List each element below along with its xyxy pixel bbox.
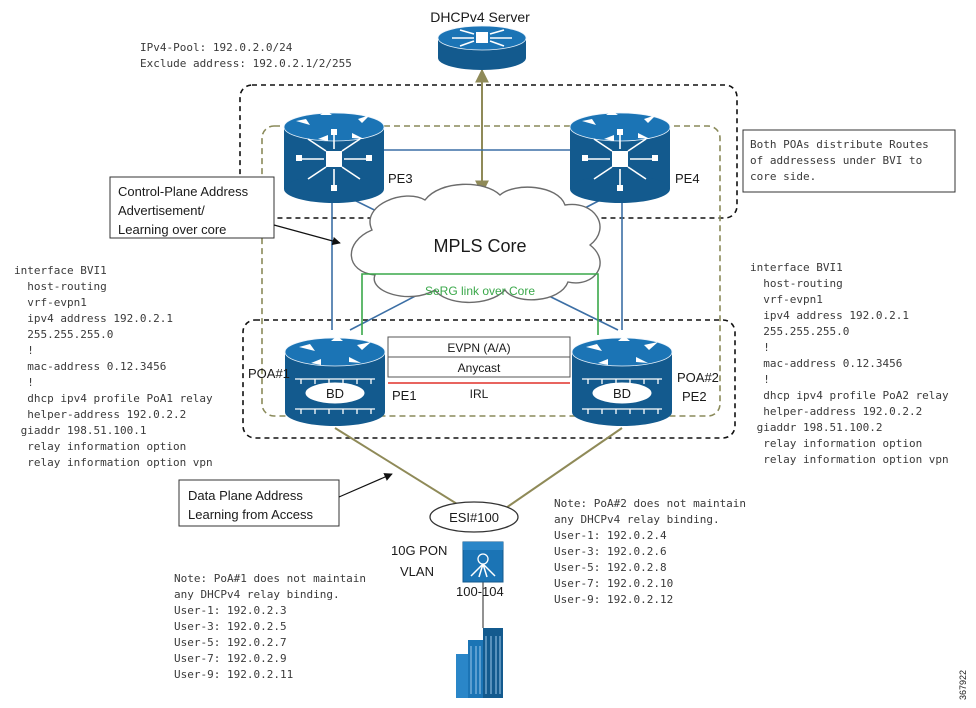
config-poa2-line: host-routing	[750, 277, 843, 290]
note-poa2-line: any DHCPv4 relay binding.	[554, 513, 720, 526]
data-plane-callout	[178, 479, 340, 527]
figure-id: 367922	[958, 670, 968, 700]
note-poa1-line: any DHCPv4 relay binding.	[174, 588, 340, 601]
config-poa2-line: !	[750, 341, 770, 354]
serg-link-label: SeRG link over Core	[425, 284, 535, 298]
poa1-label: POA#1	[248, 366, 290, 381]
config-poa1-line: vrf-evpn1	[14, 296, 87, 309]
data-plane-line-2: Learning from Access	[188, 507, 314, 522]
pe1-router-icon	[284, 336, 386, 426]
olt-switch-icon	[462, 541, 504, 583]
config-poa1-line: !	[14, 344, 34, 357]
dhcp-server-icon	[437, 25, 527, 70]
config-poa2-line: vrf-evpn1	[750, 293, 823, 306]
config-poa2-line: ipv4 address 192.0.2.1	[750, 309, 909, 322]
data-plane-line-1: Data Plane Address	[188, 488, 303, 503]
evpn-link-label: EVPN (A/A)	[447, 341, 510, 355]
pe3-label: PE3	[388, 171, 413, 186]
config-poa2-line: relay information option	[750, 437, 922, 450]
note-poa1-line: User-9: 192.0.2.11	[174, 668, 293, 681]
config-poa1-line: mac-address 0.12.3456	[14, 360, 166, 373]
config-poa2-line: dhcp ipv4 profile PoA2 relay	[750, 389, 949, 402]
pe4-label: PE4	[675, 171, 700, 186]
note-poa1-line: User-5: 192.0.2.7	[174, 636, 287, 649]
note-poa1-line: User-7: 192.0.2.9	[174, 652, 287, 665]
pe2-router-icon	[571, 336, 673, 426]
config-poa1-line: 255.255.255.0	[14, 328, 113, 341]
note-poa1-line: Note: PoA#1 does not maintain	[174, 572, 366, 585]
routes-note-line-3: core side.	[750, 170, 816, 183]
note-poa2-line: User-7: 192.0.2.10	[554, 577, 673, 590]
control-plane-line-3: Learning over core	[118, 222, 226, 237]
config-poa1-line: host-routing	[14, 280, 107, 293]
config-poa1-line: giaddr 198.51.100.1	[14, 424, 146, 437]
config-poa2-line: !	[750, 373, 770, 386]
control-plane-callout	[109, 176, 275, 239]
control-plane-arrow	[273, 224, 341, 246]
pe1-bd-label: BD	[326, 386, 344, 401]
control-plane-line-1: Control-Plane Address	[118, 184, 249, 199]
vlan-range-label: 100-104	[456, 584, 504, 599]
pe1-label: PE1	[392, 388, 417, 403]
config-poa2-line: giaddr 198.51.100.2	[750, 421, 882, 434]
config-poa2: interface BVI1 host-routing vrf-evpn1 ip…	[750, 261, 949, 466]
config-poa1-line: relay information option vpn	[14, 456, 213, 469]
olive-dashed-boundary	[261, 125, 721, 417]
irl-link-label: IRL	[470, 387, 489, 401]
pe2-bd-label: BD	[613, 386, 631, 401]
config-poa2-line: helper-address 192.0.2.2	[750, 405, 922, 418]
building-icon	[456, 628, 503, 698]
mpls-core-cloud	[350, 183, 601, 304]
pool-line-2: Exclude address: 192.0.2.1/2/255	[140, 57, 352, 70]
pool-line-1: IPv4-Pool: 192.0.2.0/24	[140, 41, 293, 54]
note-poa1-line: User-1: 192.0.2.3	[174, 604, 287, 617]
pon-label: 10G PON	[391, 543, 447, 558]
config-poa1-line: relay information option	[14, 440, 186, 453]
poa-dashed-box	[242, 319, 736, 439]
poa2-access-link	[499, 427, 623, 513]
config-poa1-line: dhcp ipv4 profile PoA1 relay	[14, 392, 213, 405]
routes-note-line-1: Both POAs distribute Routes	[750, 138, 929, 151]
note-poa2-line: User-3: 192.0.2.6	[554, 545, 667, 558]
config-poa2-line: relay information option vpn	[750, 453, 949, 466]
note-poa2-line: Note: PoA#2 does not maintain	[554, 497, 746, 510]
control-plane-line-2: Advertisement/	[118, 203, 205, 218]
mpls-core-label: MPLS Core	[433, 236, 526, 256]
poa1-access-link	[334, 427, 471, 513]
config-poa2-line: mac-address 0.12.3456	[750, 357, 902, 370]
note-poa2: Note: PoA#2 does not maintain any DHCPv4…	[554, 497, 746, 606]
pool-note: IPv4-Pool: 192.0.2.0/24 Exclude address:…	[140, 41, 352, 70]
routes-note-box	[742, 129, 956, 193]
data-plane-arrow	[338, 473, 393, 498]
esi-ellipse	[429, 501, 519, 533]
poa2-label: POA#2	[677, 370, 719, 385]
pe3-router-icon	[283, 111, 385, 203]
dhcp-server-label: DHCPv4 Server	[430, 9, 530, 25]
esi-label: ESI#100	[449, 510, 499, 525]
config-poa1-line: interface BVI1	[14, 264, 107, 277]
routes-note-line-2: of addressess under BVI to	[750, 154, 922, 167]
vlan-label: VLAN	[400, 564, 434, 579]
config-poa1: interface BVI1 host-routing vrf-evpn1 ip…	[14, 264, 213, 469]
pe2-label: PE2	[682, 389, 707, 404]
config-poa2-line: interface BVI1	[750, 261, 843, 274]
config-poa1-line: !	[14, 376, 34, 389]
poa-interconnect: EVPN (A/A) Anycast IRL	[387, 336, 571, 401]
pe4-router-icon	[569, 111, 671, 203]
note-poa1-line: User-3: 192.0.2.5	[174, 620, 287, 633]
note-poa1: Note: PoA#1 does not maintain any DHCPv4…	[174, 572, 366, 681]
config-poa1-line: ipv4 address 192.0.2.1	[14, 312, 173, 325]
serg-link	[361, 273, 599, 335]
note-poa2-line: User-1: 192.0.2.4	[554, 529, 667, 542]
anycast-link-box	[387, 356, 571, 378]
config-poa2-line: 255.255.255.0	[750, 325, 849, 338]
note-poa2-line: User-9: 192.0.2.12	[554, 593, 673, 606]
anycast-link-label: Anycast	[458, 361, 501, 375]
note-poa2-line: User-5: 192.0.2.8	[554, 561, 667, 574]
config-poa1-line: helper-address 192.0.2.2	[14, 408, 186, 421]
